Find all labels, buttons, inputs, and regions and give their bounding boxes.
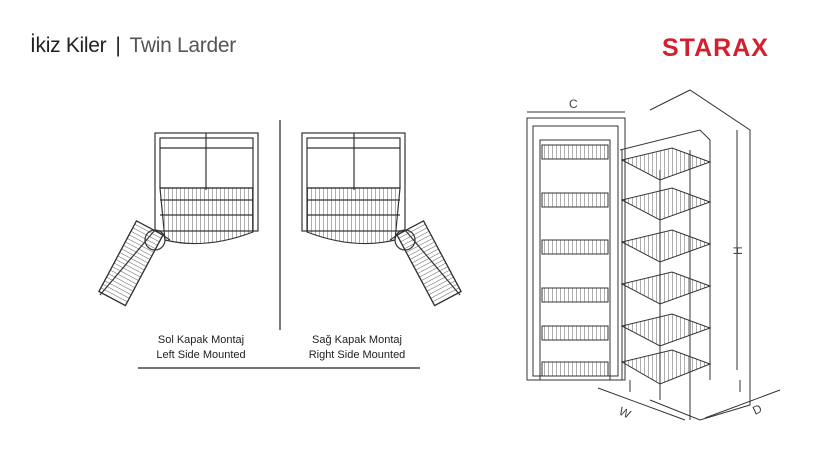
caption-right-tr: Sağ Kapak Montaj	[312, 334, 402, 346]
right-mounted-plan-view	[301, 132, 462, 307]
starax-logo: STARAX	[662, 34, 769, 62]
title-turkish: İkiz Kiler	[30, 34, 107, 57]
caption-left-mounted: Sol Kapak Montaj Left Side Mounted	[131, 333, 271, 363]
caption-left-tr: Sol Kapak Montaj	[157, 334, 245, 346]
dimension-d-label: D	[750, 401, 764, 417]
left-mounted-plan-view	[98, 132, 259, 307]
caption-left-en: Left Side Mounted	[156, 349, 246, 361]
title-english: Twin Larder	[129, 34, 237, 57]
dimension-c-label: C	[569, 97, 578, 111]
dimension-h-label: H	[731, 246, 745, 255]
dimension-w-label: W	[617, 404, 634, 422]
carousel-shelves	[620, 147, 712, 385]
page-title: İkiz Kiler | Twin Larder	[30, 34, 236, 58]
dimension-w-line	[597, 387, 686, 421]
dimension-d-line	[704, 389, 781, 419]
title-separator: |	[115, 34, 121, 57]
larder-3d-view	[526, 89, 781, 421]
door-baskets	[541, 144, 609, 377]
caption-right-mounted: Sağ Kapak Montaj Right Side Mounted	[287, 333, 427, 363]
caption-right-en: Right Side Mounted	[308, 349, 406, 361]
